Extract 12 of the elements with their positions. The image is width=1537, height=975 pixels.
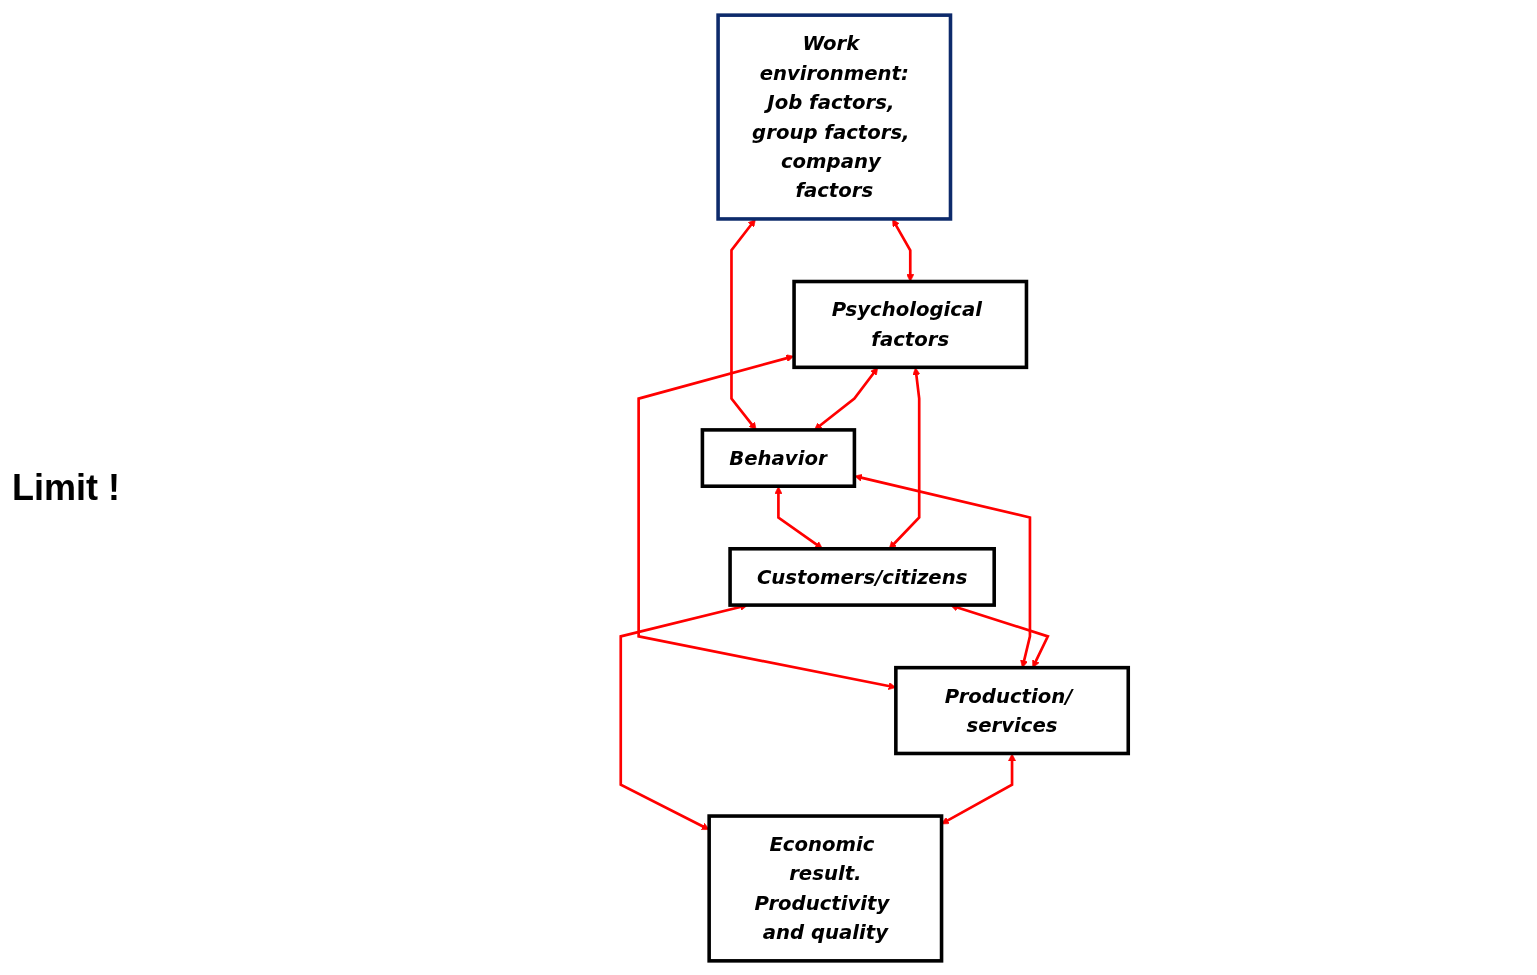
node-box: Customers/citizens xyxy=(728,546,996,607)
node-box: Production/ services xyxy=(894,665,1131,755)
limit-label: Limit ! xyxy=(12,466,121,509)
arrow xyxy=(888,366,921,549)
arrow xyxy=(814,366,879,430)
node-box: Psychological factors xyxy=(792,279,1029,369)
arrow xyxy=(892,218,915,282)
node-box: Work environment: Job factors, group factors, company factors xyxy=(716,12,953,221)
arrow xyxy=(774,485,823,549)
node-box: Economic result. Productivity and quality xyxy=(707,813,944,963)
arrow xyxy=(730,218,757,430)
arrow xyxy=(941,752,1016,824)
